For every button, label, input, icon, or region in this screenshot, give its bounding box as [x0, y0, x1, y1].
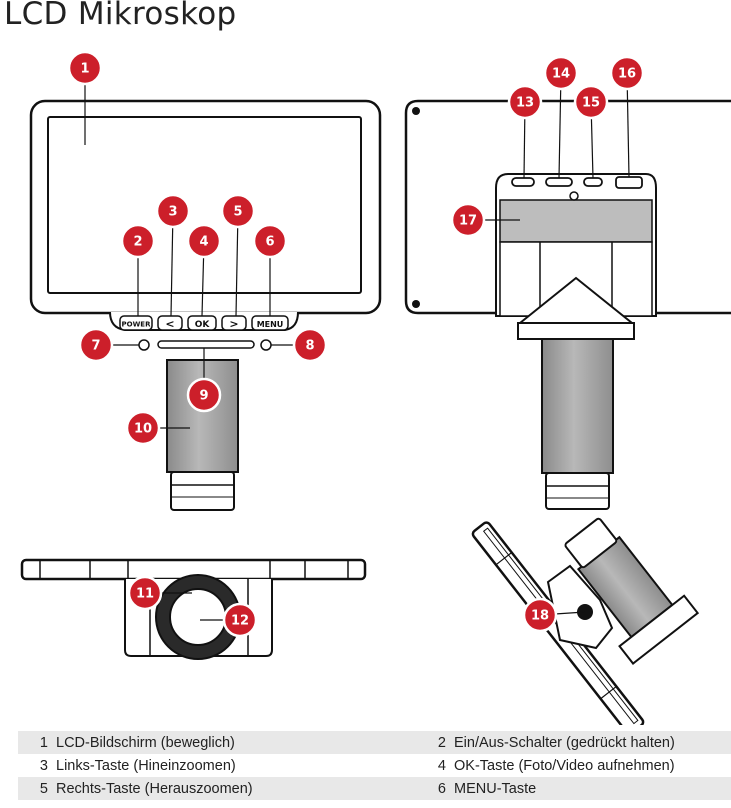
menu-button-label: MENU — [257, 320, 284, 329]
legend-num: 6 — [416, 777, 454, 800]
svg-text:14: 14 — [552, 67, 570, 82]
legend-label: OK-Taste (Foto/Video aufnehmen) — [454, 757, 675, 774]
callout-6: 6 — [252, 223, 288, 259]
legend-num: 5 — [18, 777, 56, 800]
svg-text:16: 16 — [618, 67, 636, 82]
front-column — [166, 359, 239, 473]
legend-num: 2 — [416, 731, 454, 754]
svg-text:4: 4 — [199, 235, 208, 250]
led-right — [260, 339, 272, 351]
svg-text:17: 17 — [459, 214, 477, 229]
callout-12: 12 — [222, 602, 258, 638]
svg-text:18: 18 — [531, 609, 549, 624]
legend-row: 1 LCD-Bildschirm (beweglich) 2 Ein/Aus-S… — [18, 731, 731, 754]
legend-row: 3 Links-Taste (Hineinzoomen) 4 OK-Taste … — [18, 754, 731, 777]
callout-1: 1 — [67, 50, 103, 86]
callout-17: 17 — [450, 202, 486, 238]
page-title: LCD Mikroskop — [4, 0, 237, 32]
legend-label: Ein/Aus-Schalter (gedrückt halten) — [454, 731, 731, 754]
svg-text:6: 6 — [265, 235, 274, 250]
svg-text:12: 12 — [231, 614, 249, 629]
back-lens-barrel — [545, 472, 610, 510]
legend-table: 1 LCD-Bildschirm (beweglich) 2 Ein/Aus-S… — [18, 731, 731, 800]
callout-18: 18 — [522, 597, 558, 633]
port-15 — [583, 177, 603, 187]
callout-5: 5 — [220, 193, 256, 229]
svg-text:2: 2 — [133, 235, 142, 250]
legend-num: 3 — [39, 757, 48, 774]
svg-text:11: 11 — [136, 587, 154, 602]
left-button-label: < — [165, 318, 174, 331]
svg-text:10: 10 — [134, 422, 152, 437]
front-lens-barrel — [170, 471, 235, 511]
callout-15: 15 — [573, 84, 609, 120]
lcd-screen — [47, 116, 362, 294]
svg-text:1: 1 — [80, 62, 89, 77]
legend-num: 1 — [18, 731, 56, 754]
power-button-label: POWER — [122, 321, 152, 329]
left-button[interactable] — [157, 315, 183, 331]
callout-2: 2 — [120, 223, 156, 259]
microscope-diagram: POWER < OK > MENU — [20, 50, 731, 725]
legend-label: Rechts-Taste (Herauszoomen) — [56, 777, 416, 800]
power-button[interactable] — [119, 315, 153, 331]
callout-11: 11 — [127, 575, 163, 611]
port-16 — [615, 176, 643, 189]
legend-num: 4 — [437, 757, 446, 774]
back-column — [541, 338, 614, 474]
callout-4: 4 — [186, 223, 222, 259]
ok-button-label: OK — [195, 320, 211, 330]
callout-14: 14 — [543, 55, 579, 91]
led-left — [138, 339, 150, 351]
back-view — [404, 99, 731, 510]
led-bar — [157, 340, 255, 349]
svg-text:13: 13 — [516, 96, 534, 111]
callout-10: 10 — [125, 410, 161, 446]
callout-7: 7 — [78, 327, 114, 363]
callout-8: 8 — [292, 327, 328, 363]
port-strip — [499, 199, 653, 243]
front-view — [29, 99, 382, 511]
right-button[interactable] — [221, 315, 247, 331]
svg-text:8: 8 — [305, 339, 314, 354]
legend-label: LCD-Bildschirm (beweglich) — [56, 731, 416, 754]
lens — [169, 588, 227, 646]
callout-13: 13 — [507, 84, 543, 120]
svg-text:7: 7 — [91, 339, 100, 354]
legend-row: 5 Rechts-Taste (Herauszoomen) 6 MENU-Tas… — [18, 777, 731, 800]
svg-text:9: 9 — [199, 389, 208, 404]
legend-label: MENU-Taste — [454, 777, 731, 800]
port-13 — [511, 177, 535, 187]
callout-3: 3 — [155, 193, 191, 229]
top-view — [20, 558, 367, 660]
legend-label: Links-Taste (Hineinzoomen) — [56, 757, 236, 774]
callout-16: 16 — [609, 55, 645, 91]
callout-9: 9 — [186, 377, 222, 413]
svg-text:15: 15 — [582, 96, 600, 111]
port-14 — [545, 177, 573, 187]
side-view — [471, 517, 700, 725]
svg-text:3: 3 — [168, 205, 177, 220]
svg-text:5: 5 — [233, 205, 242, 220]
right-button-label: > — [229, 318, 238, 331]
